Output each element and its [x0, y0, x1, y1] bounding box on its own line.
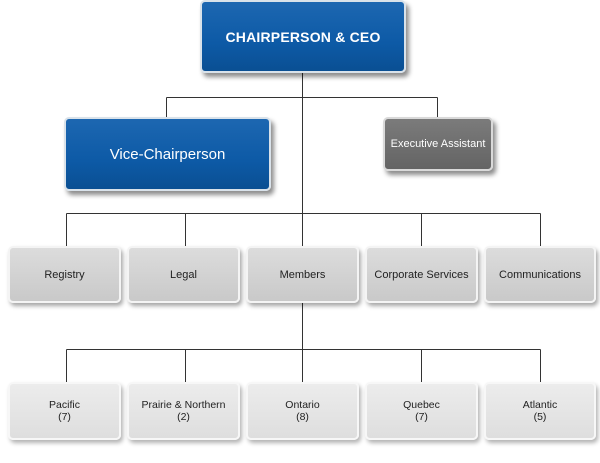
region-count: (2) [177, 411, 190, 423]
exec-assistant-box: Executive Assistant [383, 117, 493, 171]
region-name: Ontario [285, 399, 320, 411]
region-box-pacific: Pacific (7) [8, 382, 121, 440]
department-label: Corporate Services [374, 268, 469, 281]
department-box-legal: Legal [127, 246, 240, 303]
department-box-corporate-services: Corporate Services [365, 246, 478, 303]
region-count: (7) [415, 411, 428, 423]
region-name: Pacific [49, 399, 80, 411]
ceo-label: CHAIRPERSON & CEO [225, 28, 381, 45]
region-box-quebec: Quebec (7) [365, 382, 478, 440]
region-name: Prairie & Northern [141, 399, 226, 411]
region-count: (7) [58, 411, 71, 423]
region-name: Quebec [403, 399, 440, 411]
ceo-box: CHAIRPERSON & CEO [200, 0, 406, 73]
vice-chair-label: Vice-Chairperson [109, 145, 226, 163]
region-box-ontario: Ontario (8) [246, 382, 359, 440]
department-box-registry: Registry [8, 246, 121, 303]
department-label: Legal [170, 268, 197, 281]
exec-assistant-label: Executive Assistant [390, 138, 486, 150]
region-count: (5) [533, 411, 547, 423]
region-name: Atlantic [522, 399, 558, 411]
region-box-atlantic: Atlantic (5) [484, 382, 596, 440]
department-label: Communications [499, 268, 581, 281]
department-box-members: Members [246, 246, 359, 303]
region-count: (8) [296, 411, 309, 423]
department-label: Members [279, 268, 326, 281]
region-box-prairie-northern: Prairie & Northern (2) [127, 382, 240, 440]
department-label: Registry [44, 268, 85, 281]
department-box-communications: Communications [484, 246, 596, 303]
vice-chair-box: Vice-Chairperson [64, 117, 271, 191]
